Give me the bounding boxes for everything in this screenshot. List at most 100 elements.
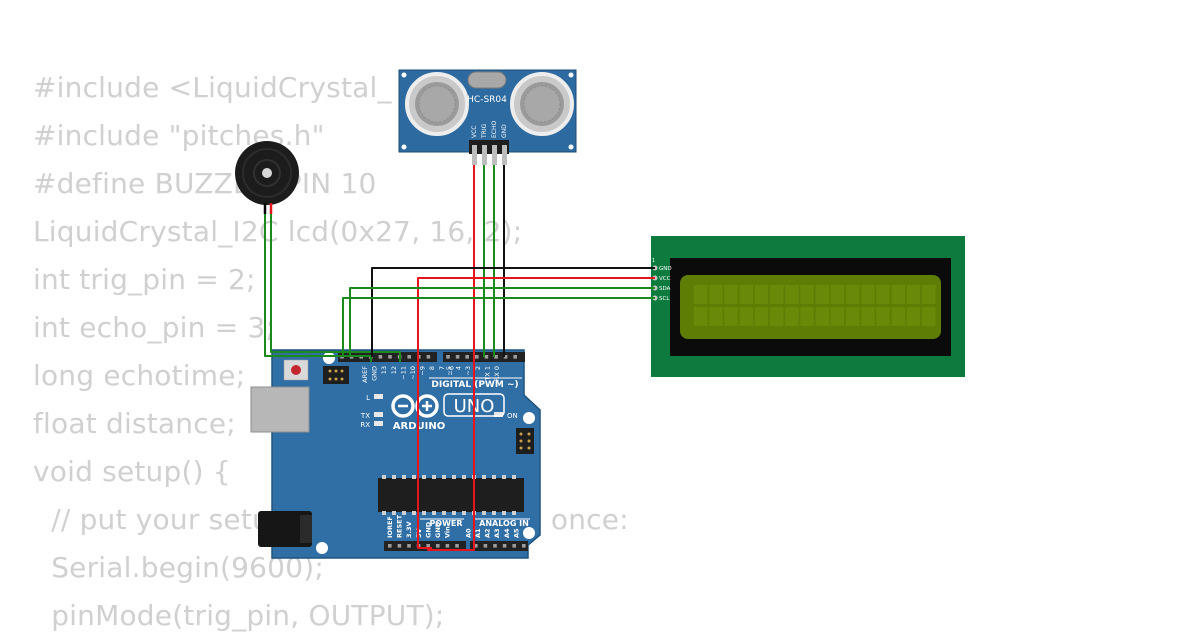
header-pin-hole[interactable] [513, 355, 517, 359]
chip-pin [462, 475, 466, 479]
chip-pin [482, 511, 486, 515]
chip-pin [502, 475, 506, 479]
header-pin-hole[interactable] [474, 544, 478, 548]
sensor-pin-trig-label: TRIG [481, 123, 488, 139]
code-line: pinMode(trig_pin, OUTPUT); [33, 599, 445, 632]
lcd-cell [694, 285, 708, 304]
led-tx-label: TX [360, 412, 370, 420]
header-pin-hole[interactable] [493, 544, 497, 548]
header-pin-hole[interactable] [503, 355, 508, 359]
mounting-hole [323, 352, 335, 364]
chip-pin [442, 475, 446, 479]
chip-pin [422, 511, 426, 515]
header-pin-hole[interactable] [388, 544, 392, 548]
code-background: #include <LiquidCrystal_ #include "pitch… [33, 64, 629, 640]
led-l [374, 394, 383, 399]
header-pin-hole[interactable] [483, 544, 488, 548]
header-pin-hole[interactable] [475, 355, 479, 359]
wire-lcd-scl[interactable] [342, 297, 655, 357]
lcd-cell [922, 285, 936, 304]
chip-pin [452, 511, 456, 515]
header-pin-hole[interactable] [436, 544, 440, 548]
sensor-model-label: HC-SR04 [467, 95, 507, 105]
header-pin-hole[interactable] [378, 355, 383, 359]
wire-lcd-gnd[interactable] [371, 267, 655, 357]
lcd-cell [754, 285, 769, 304]
code-line: void setup() { [33, 455, 231, 488]
lcd-cell [861, 307, 875, 326]
bottom-pin-label: GND [424, 521, 432, 538]
lcd-cell [830, 307, 845, 326]
crystal-oscillator [467, 71, 507, 89]
header-pin-hole[interactable] [445, 544, 450, 548]
chip-pin [382, 475, 386, 479]
sensor-pin-vcc-label: VCC [471, 126, 478, 138]
header-pin-hole[interactable] [502, 544, 507, 548]
lcd-cell [800, 307, 814, 326]
bottom-pin-label: A4 [503, 528, 511, 538]
code-line: #include <LiquidCrystal_ [33, 71, 392, 104]
chip-pin [402, 511, 406, 515]
top-pin-label: RX 0 [493, 366, 501, 381]
lcd-cell [876, 285, 890, 304]
header-pin-hole[interactable] [484, 355, 489, 359]
code-line: LiquidCrystal_I2C lcd(0x27, 16, 2); [33, 215, 523, 248]
chip-pin [462, 511, 466, 515]
sensor-pin-gnd-label: GND [501, 124, 508, 138]
top-pin-label: ~5 [445, 366, 453, 376]
mounting-hole [316, 542, 328, 554]
top-pin-label: 7 [438, 366, 446, 370]
lcd-cell [846, 285, 860, 304]
code-line: #include "pitches.h" [33, 119, 325, 152]
lcd-cell [906, 307, 921, 326]
header-pin-hole[interactable] [455, 544, 459, 548]
bottom-pin-label: 3.3V [405, 521, 413, 538]
header-pin-hole[interactable] [522, 544, 526, 548]
ultrasonic-sensor[interactable]: HC-SR04 VCC TRIG ECHO GND [398, 69, 577, 165]
lcd-cell [815, 307, 830, 326]
header-pin-hole[interactable] [465, 355, 469, 359]
header-pin-hole[interactable] [512, 544, 516, 548]
header-pin-hole[interactable] [426, 544, 430, 548]
code-line: int echo_pin = 3; [33, 311, 276, 344]
code-line: int trig_pin = 2; [33, 263, 256, 296]
wire-buzzer-gnd[interactable] [264, 214, 372, 362]
wires [264, 165, 655, 551]
header-pin-hole[interactable] [388, 355, 392, 359]
lcd-cell [846, 307, 860, 326]
chip-pin [442, 511, 446, 515]
header-pin-hole[interactable] [407, 544, 411, 548]
analog-header-label: ANALOG IN [479, 519, 529, 528]
led-rx [374, 421, 383, 426]
chip-pin [432, 475, 436, 479]
top-pin-label: ~6 [447, 366, 455, 376]
lcd-pin-index-label: 1 [652, 258, 655, 264]
lcd-character-cells [694, 285, 936, 326]
wire-lcd-vcc[interactable] [417, 277, 655, 549]
lcd-cell [891, 307, 906, 326]
lcd-display[interactable]: 1 GND VCC SDA SCL [651, 236, 965, 377]
header-pin-hole[interactable] [494, 355, 498, 359]
bottom-pin-label: GND [434, 521, 442, 538]
wire-buzzer-signal[interactable] [270, 214, 401, 362]
lcd-cell [815, 285, 830, 304]
header-pin-hole[interactable] [397, 544, 402, 548]
sensor-pin-echo-label: ECHO [491, 121, 498, 138]
top-pin-label: ~9 [419, 366, 427, 376]
header-pin-hole[interactable] [446, 355, 450, 359]
header-pin-hole[interactable] [426, 355, 431, 359]
wire-lcd-sda[interactable] [349, 287, 655, 357]
header-pin-hole[interactable] [407, 355, 411, 359]
piezo-buzzer[interactable] [235, 141, 299, 214]
icsp-header [323, 366, 349, 384]
top-pin-label: 12 [390, 366, 398, 374]
lcd-cell [694, 307, 708, 326]
sensor-pin-header [469, 140, 509, 154]
header-pin-hole[interactable] [455, 355, 460, 359]
atmega-chip [378, 478, 524, 512]
lcd-pin-sda-label: SDA [659, 286, 671, 292]
chip-pin [402, 475, 406, 479]
